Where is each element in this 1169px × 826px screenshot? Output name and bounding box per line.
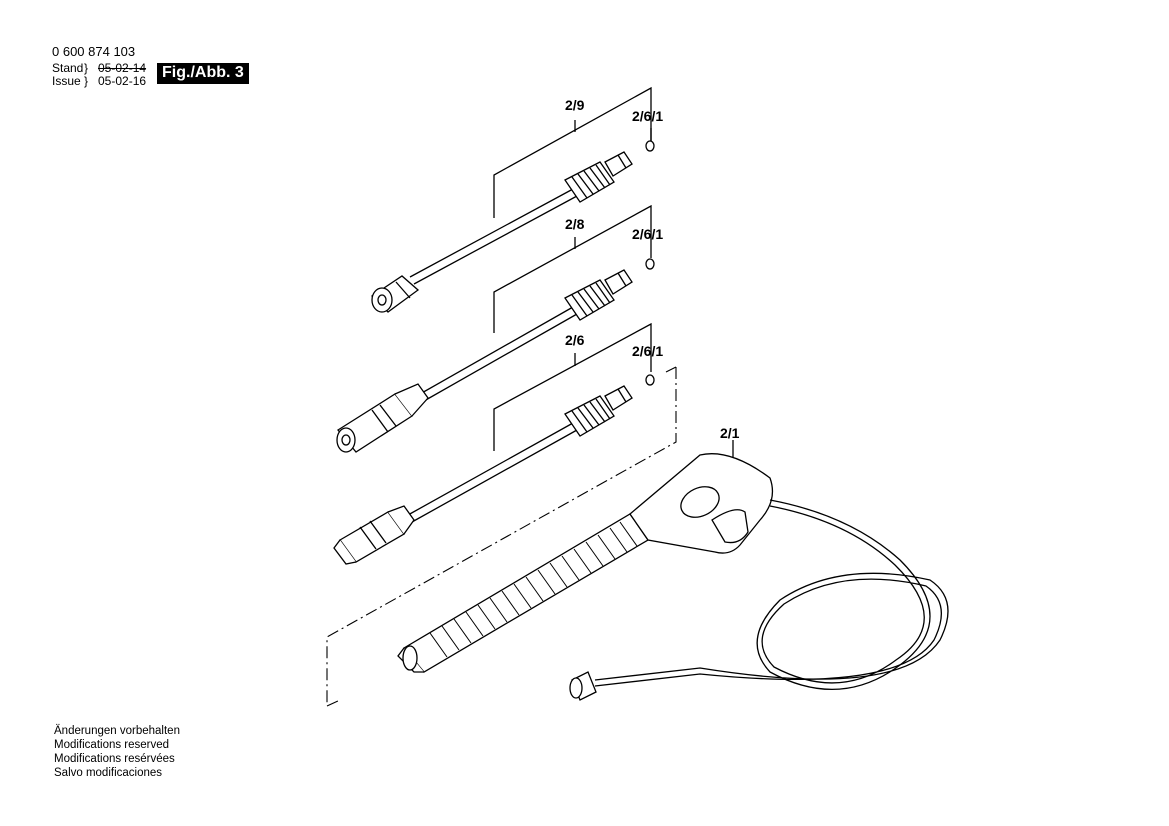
issue-label: Issue <box>52 74 81 88</box>
brace-bottom: } <box>84 74 89 88</box>
leader-2-9 <box>493 86 652 218</box>
footer-line-es: Salvo modificaciones <box>54 767 163 779</box>
lance-2-8 <box>336 258 655 453</box>
callout-2-6-1-top: 2/6/1 <box>632 108 664 124</box>
lance-2-9 <box>370 140 655 313</box>
callout-2-6-1-low: 2/6/1 <box>632 343 664 359</box>
callout-2-1: 2/1 <box>720 425 740 441</box>
issue-date: 05-02-16 <box>98 74 147 88</box>
callout-2-6: 2/6 <box>565 332 585 348</box>
spray-gun-2-1 <box>397 453 949 701</box>
callout-2-6-1-mid: 2/6/1 <box>632 226 664 242</box>
leader-2-8 <box>493 204 652 333</box>
stand-row: Stand} 05-02-14 <box>52 62 146 75</box>
assembly-frame <box>326 366 677 707</box>
footer-line-de: Änderungen vorbehalten <box>54 725 180 737</box>
issue-row: Issue} 05-02-16 <box>52 75 146 88</box>
footer-line-en: Modifications reserved <box>54 739 170 751</box>
stand-date: 05-02-14 <box>98 61 147 75</box>
stand-label: Stand <box>52 61 84 75</box>
lance-2-6 <box>333 374 655 565</box>
figure-badge: Fig./Abb. 3 <box>157 63 249 84</box>
brace-top: } <box>84 61 89 75</box>
leader-2-6 <box>493 322 652 451</box>
footer-line-fr: Modifications resérvées <box>54 753 175 765</box>
callout-2-8: 2/8 <box>565 216 585 232</box>
callout-2-9: 2/9 <box>565 97 585 113</box>
part-number: 0 600 874 103 <box>52 44 136 59</box>
